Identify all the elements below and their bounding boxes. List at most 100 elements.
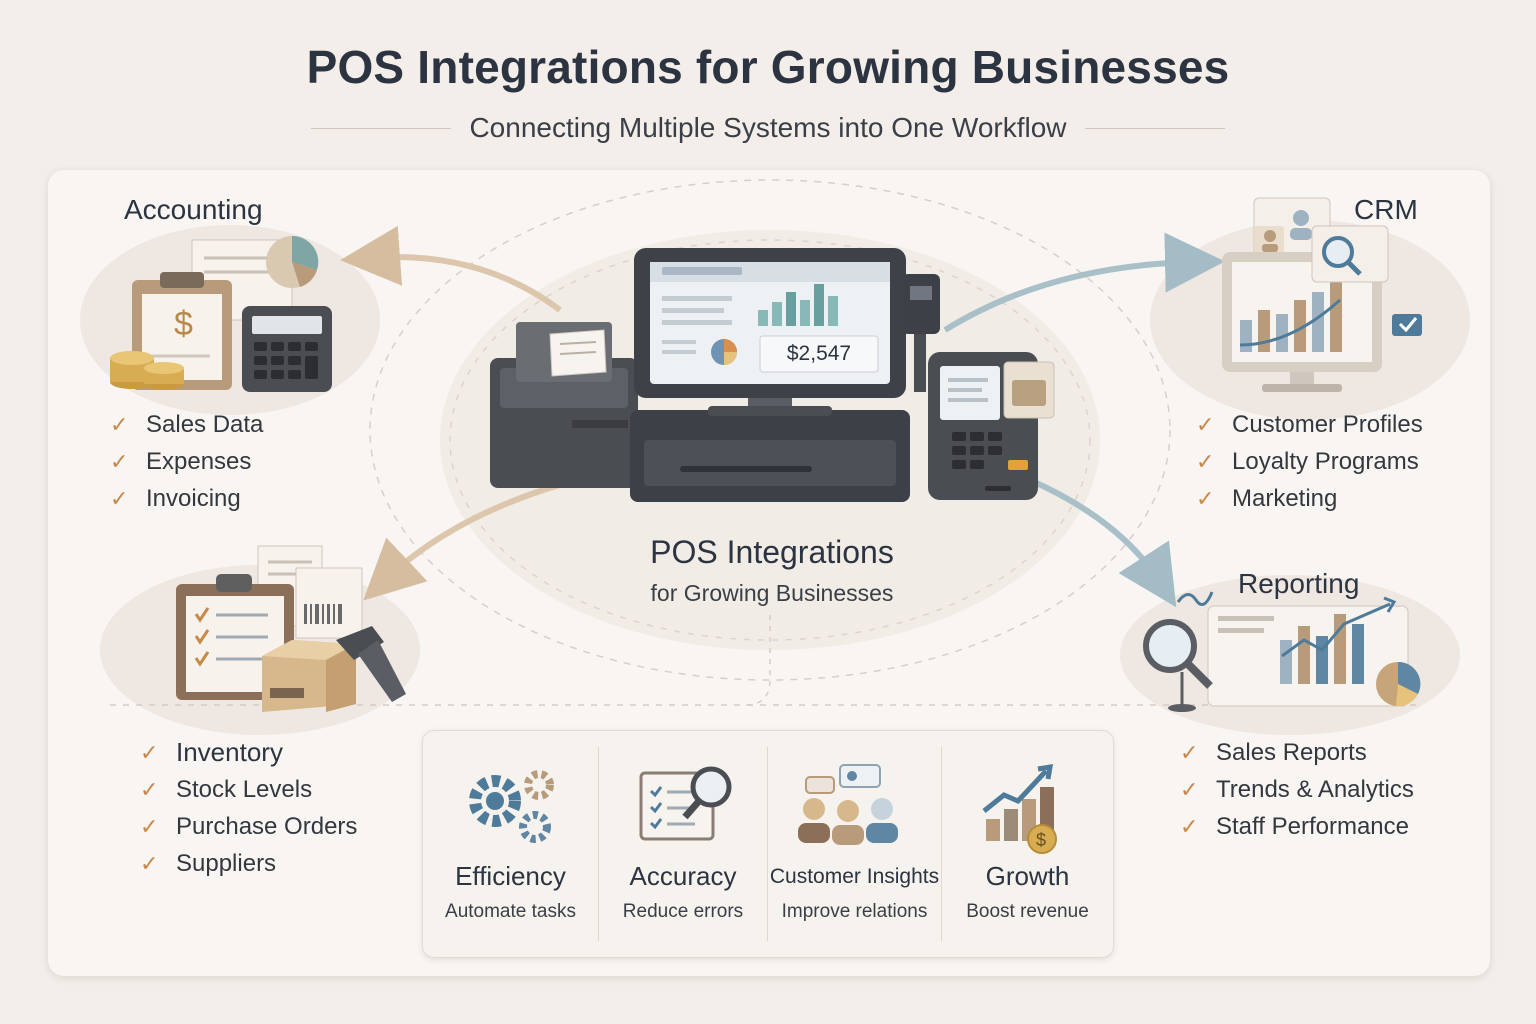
- crm-checkbox-icon: [1392, 314, 1422, 336]
- reporting-trend-icon: [1176, 591, 1214, 606]
- benefits-card: Efficiency Automate tasks Accuracy Reduc…: [422, 730, 1114, 958]
- benefit-accuracy: Accuracy Reduce errors: [599, 731, 767, 957]
- check-icon: ✓: [140, 777, 159, 802]
- list-item: ✓ Sales Data: [110, 406, 263, 443]
- handheld-scanner-icon: [336, 626, 406, 702]
- list-item: ✓ Suppliers: [140, 845, 357, 882]
- pole-display: [902, 274, 940, 334]
- crm-title: CRM: [1354, 194, 1418, 225]
- page-title: POS Integrations for Growing Businesses: [306, 41, 1230, 93]
- list-item: ✓ Staff Performance: [1180, 808, 1414, 845]
- reporting-illustration: [1143, 591, 1421, 712]
- calculator-icon: [242, 306, 332, 392]
- list-item-label: Trends & Analytics: [1216, 776, 1414, 803]
- subtitle-row: Connecting Multiple Systems into One Wor…: [0, 108, 1536, 148]
- list-item: ✓ Customer Profiles: [1196, 406, 1423, 443]
- list-item: ✓ Stock Levels: [140, 771, 357, 808]
- check-icon: ✓: [1180, 814, 1199, 839]
- list-item: ✓ Purchase Orders: [140, 808, 357, 845]
- coins-icon: [110, 351, 184, 390]
- arrow-to-reporting: [1028, 477, 1177, 608]
- list-item-label: Sales Reports: [1216, 739, 1367, 766]
- screen-amount-box: [759, 335, 879, 373]
- pos-terminal-illustration: [490, 248, 1055, 502]
- screen-amount: $2,547: [786, 342, 852, 365]
- benefit-title: Growth: [985, 861, 1070, 891]
- benefit-divider: [767, 747, 768, 941]
- barcode-icon: [304, 604, 342, 624]
- check-icon: ✓: [140, 851, 159, 876]
- benefit-divider: [941, 747, 942, 941]
- benefit-growth: $ Growth Boost revenue: [942, 731, 1113, 957]
- list-item-label: Loyalty Programs: [1232, 448, 1419, 475]
- svg-text:$: $: [1036, 830, 1046, 850]
- checklist-magnifier-icon: [639, 766, 732, 841]
- benefit-divider: [598, 747, 599, 941]
- cardboard-box-icon: [262, 640, 356, 712]
- inventory-illustration: [176, 545, 406, 712]
- list-item-label: Sales Data: [146, 411, 264, 438]
- arrow-to-crm: [943, 232, 1225, 333]
- customers-icon: [798, 764, 898, 845]
- orbit-ring-inner: [449, 239, 1091, 641]
- accounting-list: ✓ Sales Data ✓ Expenses ✓ Invoicing: [110, 406, 263, 517]
- page-subtitle: Connecting Multiple Systems into One Wor…: [469, 112, 1067, 143]
- list-item-label: Purchase Orders: [176, 813, 358, 840]
- benefit-desc: Automate tasks: [445, 901, 576, 922]
- subtitle-rule-left: [311, 127, 452, 129]
- benefit-customer-insights: Customer Insights Improve relations: [768, 731, 941, 957]
- list-item-label: Customer Profiles: [1232, 411, 1423, 438]
- list-item: ✓ Marketing: [1196, 480, 1423, 517]
- check-icon: ✓: [1180, 777, 1199, 802]
- list-item-label: Stock Levels: [176, 776, 313, 803]
- list-item-label: Expenses: [146, 448, 252, 475]
- inventory-list: ✓ Inventory ✓ Stock Levels ✓ Purchase Order…: [140, 734, 357, 882]
- center-subtitle: for Growing Businesses: [650, 580, 894, 606]
- accounting-title: Accounting: [124, 194, 263, 225]
- benefit-efficiency: Efficiency Automate tasks: [423, 731, 598, 957]
- list-item: ✓ Trends & Analytics: [1180, 771, 1414, 808]
- list-item-label: Staff Performance: [1216, 813, 1409, 840]
- gears-icon: [469, 770, 554, 843]
- arrow-to-accounting: [340, 225, 562, 313]
- check-icon: ✓: [1196, 449, 1215, 474]
- benefit-title: Customer Insights: [769, 865, 940, 888]
- check-icon: ✓: [1196, 412, 1215, 437]
- list-item-label: Suppliers: [176, 850, 277, 877]
- reporting-magnifier-icon: [1143, 619, 1213, 712]
- check-icon: ✓: [110, 449, 129, 474]
- list-item: ✓ Loyalty Programs: [1196, 443, 1423, 480]
- list-item: ✓ Invoicing: [110, 480, 263, 517]
- crm-list: ✓ Customer Profiles ✓ Loyalty Programs ✓ Ma…: [1196, 406, 1423, 517]
- reporting-title: Reporting: [1238, 568, 1360, 599]
- list-item: ✓ Inventory: [140, 734, 357, 771]
- benefit-desc: Reduce errors: [622, 901, 744, 922]
- check-icon: ✓: [140, 814, 159, 839]
- crm-magnifier-icon: [1311, 225, 1389, 283]
- list-item: ✓ Sales Reports: [1180, 734, 1414, 771]
- card-terminal: [928, 352, 1055, 500]
- benefit-desc: Boost revenue: [966, 901, 1089, 922]
- subtitle-rule-right: [1084, 127, 1225, 129]
- check-icon: ✓: [1180, 740, 1199, 765]
- check-icon: ✓: [140, 740, 159, 765]
- growth-chart-icon: $: [982, 763, 1057, 854]
- center-title: POS Integrations: [650, 534, 894, 570]
- crm-illustration: [1222, 197, 1422, 392]
- orbit-ring-outer: [369, 179, 1171, 681]
- benefit-desc: Improve relations: [781, 901, 928, 922]
- check-icon: ✓: [110, 412, 129, 437]
- list-item: ✓ Expenses: [110, 443, 263, 480]
- accounting-illustration: $: [110, 235, 332, 392]
- list-item-label: Marketing: [1232, 485, 1338, 512]
- list-item-label: Invoicing: [146, 485, 241, 512]
- list-item-label: Inventory: [176, 737, 283, 767]
- dashed-connector-center: [744, 615, 771, 706]
- reporting-list: ✓ Sales Reports ✓ Trends & Analytics ✓ Staf…: [1180, 734, 1414, 845]
- check-icon: ✓: [110, 486, 129, 511]
- benefit-title: Efficiency: [455, 861, 566, 891]
- benefit-title: Accuracy: [629, 861, 737, 891]
- svg-text:$: $: [174, 305, 193, 343]
- check-icon: ✓: [1196, 486, 1215, 511]
